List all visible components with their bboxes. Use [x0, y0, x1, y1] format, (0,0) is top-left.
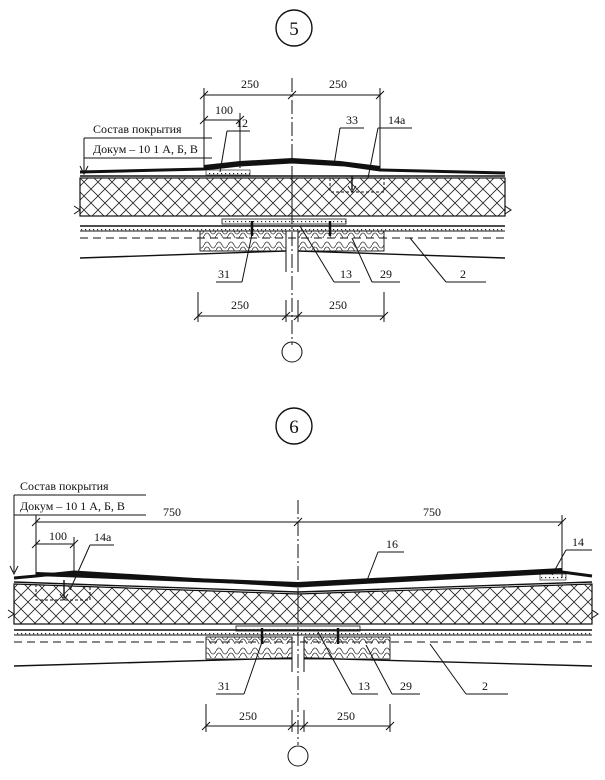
detail-marker-circle [275, 9, 313, 47]
callout-31: 31 [218, 267, 230, 281]
roof-section [73, 157, 512, 272]
composition-title: Состав покрытия [93, 122, 182, 136]
dim-top-right-label: 750 [423, 505, 441, 519]
callout-14a: 14а [388, 113, 406, 127]
callout-16: 16 [386, 537, 398, 551]
callout-2: 2 [460, 267, 466, 281]
dim-bottom-left-label: 250 [231, 298, 249, 312]
dim-small-label: 100 [49, 529, 67, 543]
callout-14a: 14а [94, 530, 112, 544]
detail-marker-label: 6 [289, 417, 299, 438]
composition-note: Состав покрытия Докум – 10 1 А, Б, В [9, 479, 146, 576]
detail-5: 5 250 250 100 Состав покрытия Докум – 10… [73, 9, 512, 363]
dim-top-left-label: 750 [163, 505, 181, 519]
dim-bottom-left-label: 250 [239, 709, 257, 723]
callout-29: 29 [380, 267, 392, 281]
callout-33: 33 [346, 113, 358, 127]
bottom-dimension: 250 250 [193, 292, 389, 322]
dim-top-left-label: 250 [241, 77, 259, 91]
callouts-top: 12 33 14а [219, 113, 412, 179]
callout-14: 14 [572, 535, 584, 549]
detail-marker-label: 5 [289, 19, 299, 40]
callout-13: 13 [340, 267, 352, 281]
axis-marker [281, 341, 303, 363]
top-dimension: 250 250 100 [199, 77, 385, 170]
callout-2: 2 [482, 679, 488, 693]
bottom-dimension: 250 250 [201, 704, 395, 732]
composition-ref: Докум – 10 1 А, Б, В [93, 142, 198, 156]
top-dimension: 750 750 100 [31, 505, 567, 578]
composition-note: Состав покрытия Докум – 10 1 А, Б, В [79, 122, 212, 176]
composition-title: Состав покрытия [20, 479, 109, 493]
composition-ref: Докум – 10 1 А, Б, В [20, 499, 125, 513]
detail-marker-circle [275, 407, 313, 445]
detail-6: 6 Состав покрытия Докум – 10 1 А, Б, В 7… [7, 407, 599, 767]
roof-section [7, 568, 599, 672]
callout-13: 13 [358, 679, 370, 693]
dim-top-right-label: 250 [329, 77, 347, 91]
dim-bottom-right-label: 250 [329, 298, 347, 312]
callout-31: 31 [218, 679, 230, 693]
callout-12: 12 [236, 116, 248, 130]
axis-marker [287, 745, 309, 767]
callouts-bottom: 31 13 29 2 [216, 631, 508, 695]
callouts-top: 14а 16 14 [69, 530, 592, 591]
dim-small-label: 100 [215, 103, 233, 117]
callouts-bottom: 31 13 29 2 [216, 225, 486, 283]
dim-bottom-right-label: 250 [337, 709, 355, 723]
callout-29: 29 [400, 679, 412, 693]
